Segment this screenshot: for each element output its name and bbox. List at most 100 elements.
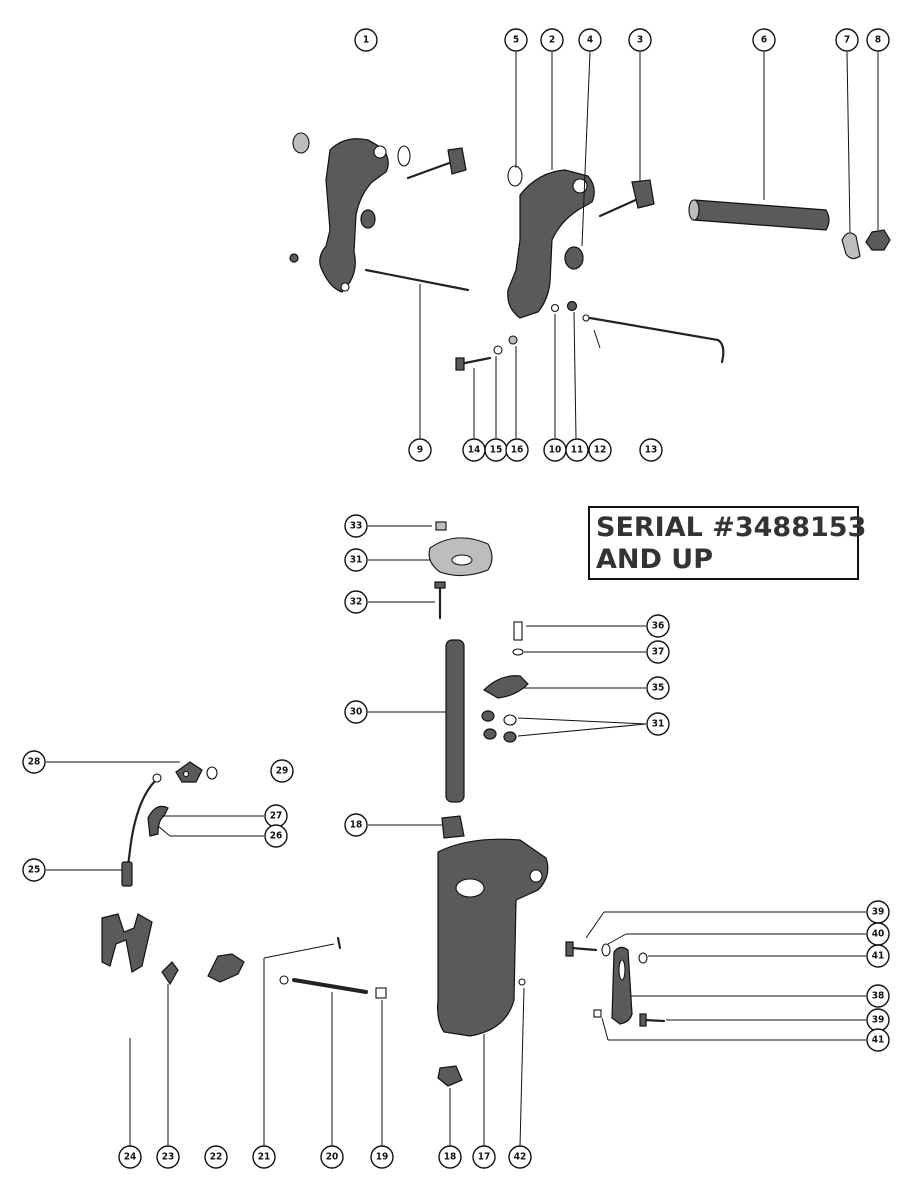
serial-number-note: SERIAL #3488153 AND UP bbox=[588, 506, 866, 580]
serial-line-2: AND UP bbox=[596, 544, 713, 575]
callout-labels: 1 5 2 4 3 6 7 8 9 14 15 16 10 11 12 13 3… bbox=[22, 28, 890, 1169]
svg-text:28: 28 bbox=[28, 757, 41, 768]
svg-text:31: 31 bbox=[350, 555, 363, 566]
middle-leaders bbox=[368, 525, 647, 826]
callout-10: 10 bbox=[543, 438, 567, 462]
svg-text:37: 37 bbox=[652, 647, 665, 658]
callout-27: 27 bbox=[264, 804, 288, 828]
upper-leaders bbox=[419, 51, 879, 439]
callout-12: 12 bbox=[588, 438, 612, 462]
tilt-link-rod bbox=[588, 316, 725, 364]
svg-text:39: 39 bbox=[872, 907, 885, 918]
svg-text:24: 24 bbox=[124, 1152, 137, 1163]
left-leaders bbox=[46, 761, 525, 1147]
callout-30: 30 bbox=[344, 700, 368, 724]
stud-long bbox=[364, 268, 470, 292]
callout-14: 14 bbox=[462, 438, 486, 462]
washer-left-top bbox=[292, 132, 310, 154]
svg-text:17: 17 bbox=[478, 1152, 491, 1163]
callout-40: 40 bbox=[866, 922, 890, 946]
svg-text:41: 41 bbox=[872, 951, 885, 962]
svg-text:22: 22 bbox=[210, 1152, 223, 1163]
swivel-bracket bbox=[437, 838, 549, 1037]
callout-41-lower: 41 bbox=[866, 1028, 890, 1052]
callout-39-lower: 39 bbox=[866, 1008, 890, 1032]
svg-text:8: 8 bbox=[875, 35, 881, 46]
callout-9: 9 bbox=[408, 438, 432, 462]
svg-text:6: 6 bbox=[761, 35, 767, 46]
callout-33: 33 bbox=[344, 514, 368, 538]
svg-text:10: 10 bbox=[549, 445, 562, 456]
callout-36: 36 bbox=[646, 614, 670, 638]
oring-right bbox=[507, 165, 523, 187]
callout-41-upper: 41 bbox=[866, 944, 890, 968]
callout-29: 29 bbox=[270, 759, 294, 783]
svg-text:3: 3 bbox=[637, 35, 643, 46]
callout-21: 21 bbox=[252, 1145, 276, 1169]
svg-text:38: 38 bbox=[872, 991, 885, 1002]
svg-text:41: 41 bbox=[872, 1035, 885, 1046]
callout-39-upper: 39 bbox=[866, 900, 890, 924]
linkage-bracket bbox=[101, 913, 153, 973]
left-parts bbox=[101, 761, 387, 999]
callout-31-plate: 31 bbox=[344, 548, 368, 572]
right-parts bbox=[565, 941, 666, 1027]
callout-25: 25 bbox=[22, 858, 46, 882]
svg-text:18: 18 bbox=[444, 1152, 457, 1163]
svg-text:14: 14 bbox=[468, 445, 481, 456]
svg-text:26: 26 bbox=[270, 831, 283, 842]
callout-11: 11 bbox=[565, 438, 589, 462]
svg-text:12: 12 bbox=[594, 445, 607, 456]
svg-text:23: 23 bbox=[162, 1152, 175, 1163]
svg-text:27: 27 bbox=[270, 811, 283, 822]
callout-38: 38 bbox=[866, 984, 890, 1008]
svg-text:2: 2 bbox=[549, 35, 555, 46]
steering-arm bbox=[483, 675, 529, 699]
callout-6: 6 bbox=[752, 28, 776, 52]
callout-22: 22 bbox=[204, 1145, 228, 1169]
callout-31-grommets: 31 bbox=[646, 712, 670, 736]
callout-13: 13 bbox=[639, 438, 663, 462]
callout-15: 15 bbox=[484, 438, 508, 462]
svg-text:36: 36 bbox=[652, 621, 665, 632]
callout-5: 5 bbox=[504, 28, 528, 52]
callout-28: 28 bbox=[22, 750, 46, 774]
callout-8: 8 bbox=[866, 28, 890, 52]
swivel-tube bbox=[690, 199, 830, 231]
callout-26: 26 bbox=[264, 824, 288, 848]
shift-lever bbox=[175, 761, 203, 783]
callout-16: 16 bbox=[505, 438, 529, 462]
svg-text:9: 9 bbox=[417, 445, 423, 456]
thrust-washer-right bbox=[564, 246, 584, 270]
callout-35: 35 bbox=[646, 676, 670, 700]
svg-text:18: 18 bbox=[350, 820, 363, 831]
tab-washer bbox=[841, 232, 861, 260]
svg-text:4: 4 bbox=[587, 35, 593, 46]
callout-32: 32 bbox=[344, 590, 368, 614]
serial-line-1: SERIAL #3488153 bbox=[596, 512, 866, 543]
svg-text:31: 31 bbox=[652, 719, 665, 730]
callout-23: 23 bbox=[156, 1145, 180, 1169]
washer-left-mid bbox=[360, 209, 376, 229]
callout-4: 4 bbox=[578, 28, 602, 52]
svg-text:30: 30 bbox=[350, 707, 363, 718]
upper-assembly bbox=[289, 132, 891, 371]
svg-text:42: 42 bbox=[514, 1152, 527, 1163]
svg-text:35: 35 bbox=[652, 683, 665, 694]
swivel-pin bbox=[445, 639, 465, 803]
oring-left bbox=[397, 145, 411, 167]
shift-rod bbox=[292, 978, 368, 994]
callout-42: 42 bbox=[508, 1145, 532, 1169]
svg-text:13: 13 bbox=[645, 445, 658, 456]
svg-text:15: 15 bbox=[490, 445, 503, 456]
callout-2: 2 bbox=[540, 28, 564, 52]
right-leaders bbox=[585, 911, 866, 1041]
callout-1: 1 bbox=[354, 28, 378, 52]
clamp-bracket-left bbox=[319, 138, 389, 293]
callout-24: 24 bbox=[118, 1145, 142, 1169]
tube-nut bbox=[865, 229, 891, 251]
svg-text:5: 5 bbox=[513, 35, 519, 46]
callout-18-lower: 18 bbox=[438, 1145, 462, 1169]
svg-text:32: 32 bbox=[350, 597, 363, 608]
